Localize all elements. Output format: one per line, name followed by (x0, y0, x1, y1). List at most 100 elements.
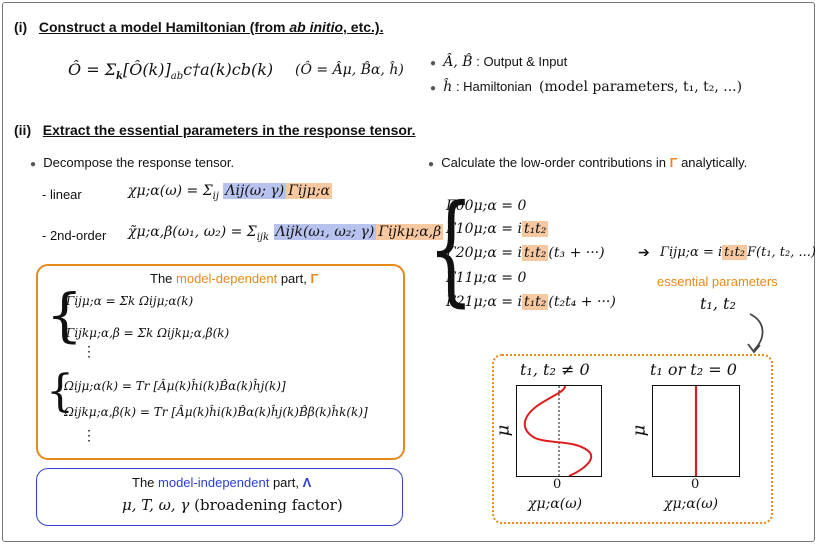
g20-hl: t₁t₂ (521, 245, 549, 261)
g20-lhs: Γ20μ;α (446, 245, 497, 261)
model-independent-params: μ, T, ω, γ (broadening factor) (122, 496, 343, 514)
md-vdots2: ⋮ (82, 428, 96, 444)
formula-main: Ô = Σ (68, 60, 117, 79)
g11-rhs: = 0 (501, 270, 527, 286)
mi-title-hl: model-independent (158, 475, 270, 490)
g11-lhs: Γ11μ;α (446, 270, 497, 286)
left-x-label: χμ;α(ω) (528, 496, 583, 512)
brace-top: { (46, 281, 83, 349)
mi-params: μ, T, ω, γ (122, 496, 190, 514)
md-eq4: Ωijkμ;α,β(k) = Tr [Âμ(k)ĥi(k)B̂α(k)ĥj(k)… (64, 405, 368, 419)
section1-title: Construct a model Hamiltonian (from (38, 19, 290, 35)
contrib-row-00: Γ00μ;α = 0 (446, 198, 526, 214)
bullet1-text: : Output & Input (476, 54, 568, 69)
md-eq3: Ωijμ;α(k) = Tr [Âμ(k)ĥi(k)B̂α(k)ĥj(k)] (64, 379, 286, 393)
bullet-output-input: ● Â, B̂ : Output & Input (430, 54, 568, 70)
model-dependent-box (36, 264, 405, 460)
section1-heading: (i) Construct a model Hamiltonian (from … (14, 19, 384, 35)
md-title-pre: The (150, 271, 177, 286)
right-x-label: χμ;α(ω) (664, 496, 719, 512)
right-arrow-icon: ➔ (638, 244, 650, 260)
md-title-hl: model-dependent (176, 271, 278, 286)
g21-hl: t₁t₂ (521, 294, 549, 310)
section2-number: (ii) (14, 122, 32, 138)
left-y-label: μ (492, 424, 514, 437)
right-plot (652, 385, 740, 477)
brace-bottom: { (46, 366, 74, 417)
g21-lhs: Γ21μ;α (446, 294, 497, 310)
left-plot-title: t₁, t₂ ≠ 0 (520, 360, 590, 379)
g20-rhs-pre: = i (501, 245, 522, 261)
section1-title-end: , etc.). (343, 19, 384, 35)
md-title-sym: Γ (310, 271, 319, 286)
section1-number: (i) (14, 19, 28, 35)
mi-title-sym: Λ (302, 475, 312, 490)
essential-params-label: essential parameters (657, 274, 778, 289)
model-independent-title: The model-independent part, Λ (132, 475, 311, 490)
linear-lambda: Λij(ω; γ) (223, 183, 287, 199)
contrib-brace: { (428, 180, 474, 319)
linear-equation: χμ;α(ω) = Σij Λij(ω; γ)Γijμ;α (128, 183, 333, 202)
left-plot (516, 385, 602, 477)
right-plot-title: t₁ or t₂ = 0 (650, 360, 737, 379)
left-zero-tick: 0 (553, 477, 562, 492)
md-title-post: part, (277, 271, 311, 286)
bullet2-math: ĥ (443, 79, 453, 95)
linear-sub: ij (212, 190, 219, 202)
linear-gamma: Γijμ;α (286, 183, 333, 199)
essential-vars: t₁, t₂ (700, 294, 736, 313)
right-bullet-post: analytically. (677, 155, 748, 170)
model-independent-box (36, 468, 403, 526)
g10-rhs-pre: = i (501, 221, 522, 237)
second-lambda: Λijk(ω₁, ω₂; γ) (273, 224, 377, 240)
right-bullet-gamma: Γ (669, 155, 678, 170)
mi-title-post: part, (269, 475, 303, 490)
right-bullet: ● Calculate the low-order contributions … (428, 155, 748, 170)
formula-paren: (Ô = Âμ, B̂α, ĥ) (295, 62, 404, 78)
section2-title: Extract the essential parameters in the … (42, 122, 416, 138)
g10-hl: t₁t₂ (521, 221, 549, 237)
formula-rest: [Ô(k)] (122, 60, 171, 79)
second-order-label: - 2nd-order (42, 228, 107, 243)
md-eq1: Γijμ;α = Σk Ωijμ;α(k) (66, 294, 194, 308)
formula-tail: c†a(k)cb(k) (183, 60, 274, 79)
result-hl: t₁t₂ (722, 245, 748, 260)
formula-sub: k (116, 71, 123, 83)
right-bullet-pre: Calculate the low-order contributions in (441, 155, 670, 170)
bullet-hamiltonian: ● ĥ : Hamiltonian (model parameters, t₁,… (430, 79, 743, 95)
bullet2-paren: (model parameters, t₁, t₂, ...) (539, 79, 743, 95)
mi-params-note: (broadening factor) (194, 496, 343, 514)
g10-lhs: Γ10μ;α (446, 221, 497, 237)
plots-box (492, 354, 773, 524)
left-bullet-text: Decompose the response tensor. (43, 155, 235, 170)
result-post: F(t₁, t₂, ...) (747, 245, 816, 260)
md-vdots1: ⋮ (82, 344, 96, 360)
g21-rhs-post: (t₂t₄ + ···) (548, 294, 616, 310)
formula-ab: ab (170, 71, 184, 83)
linear-lhs: χμ;α(ω) = Σ (128, 183, 213, 199)
right-plot-svg (694, 386, 698, 476)
contrib-row-11: Γ11μ;α = 0 (446, 270, 526, 286)
curved-arrow-icon (747, 313, 764, 354)
second-order-equation: χ̃μ;α,β(ω₁, ω₂) = Σijk Λijk(ω₁, ω₂; γ)Γi… (128, 224, 444, 243)
linear-label: - linear (42, 187, 82, 202)
second-sub: ijk (256, 231, 270, 243)
hamiltonian-formula: Ô = Σk[Ô(k)]abc†a(k)cb(k) (68, 60, 273, 82)
right-y-label: μ (628, 424, 650, 437)
bullet2-text: : Hamiltonian (455, 79, 532, 94)
section2-heading: (ii) Extract the essential parameters in… (14, 122, 415, 138)
g00-rhs: = 0 (501, 198, 527, 214)
g00-lhs: Γ00μ;α (446, 198, 497, 214)
bullet1-math: Â, B̂ (443, 54, 473, 70)
result-lhs: Γijμ;α = i (660, 245, 723, 260)
left-response-curve (523, 386, 593, 476)
mi-title-pre: The (132, 475, 159, 490)
md-eq2: Γijkμ;α,β = Σk Ωijkμ;α,β(k) (66, 326, 230, 340)
section1-title-italic: ab initio (289, 19, 344, 35)
second-lhs: χ̃μ;α,β(ω₁, ω₂) = Σ (128, 224, 257, 240)
